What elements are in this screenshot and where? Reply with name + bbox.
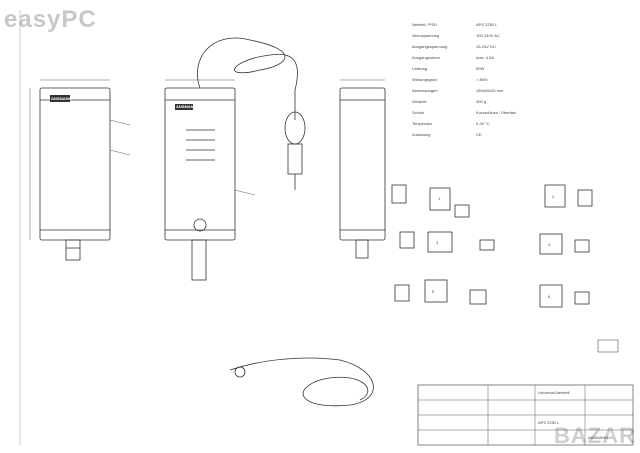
- titleblock-part: APS 2250 L: [538, 420, 560, 425]
- spec-value: 0-40 °C: [476, 121, 490, 126]
- spec-value: Kurzschluss / Überlast: [476, 110, 516, 115]
- brand-front: ANSMANN: [51, 96, 72, 101]
- spec-label: Wirkungsgrad: [412, 77, 437, 82]
- spec-label: Gewicht: [412, 99, 427, 104]
- titleblock-doc: Universal-Netzteil: [538, 390, 570, 395]
- spec-value: APS 2250 L: [476, 22, 498, 27]
- spec-label: Temperatur: [412, 121, 433, 126]
- spec-label: Zulassung: [412, 132, 431, 137]
- spec-value: > 85%: [476, 77, 488, 82]
- watermark-right: BAZAR: [554, 423, 636, 448]
- brand-side: ANSMANN: [176, 104, 197, 109]
- spec-value: CE: [476, 132, 482, 137]
- plug-label: 5: [432, 289, 435, 294]
- spec-value: 300 g: [476, 99, 487, 104]
- spec-label: Netzteil / PSU: [412, 22, 437, 27]
- titleblock-company: ANSMANN: [588, 435, 609, 440]
- spec-label: Abmessungen: [412, 88, 438, 93]
- spec-table: Netzteil / PSU APS 2250 L Nennspannung 1…: [412, 22, 632, 137]
- spec-value: 100-240V AC: [476, 33, 500, 38]
- spec-value: 90W: [476, 66, 485, 71]
- watermark-left: easyPC: [4, 6, 97, 33]
- spec-value: 15-24V DC: [476, 44, 496, 49]
- plug-label: 1: [438, 196, 441, 201]
- spec-value: max. 4.5A: [476, 55, 495, 60]
- plug-label: 3: [436, 240, 439, 245]
- plug-label: 2: [552, 194, 555, 199]
- spec-label: Ausgangsspannung: [412, 44, 448, 49]
- plug-label: 6: [548, 294, 551, 299]
- spec-label: Nennspannung: [412, 33, 440, 38]
- spec-label: Leistung: [412, 66, 428, 71]
- spec-label: Schutz: [412, 110, 425, 115]
- spec-value: 150x60x30 mm: [476, 88, 504, 93]
- plug-label: 4: [548, 242, 551, 247]
- spec-label: Ausgangsstrom: [412, 55, 440, 60]
